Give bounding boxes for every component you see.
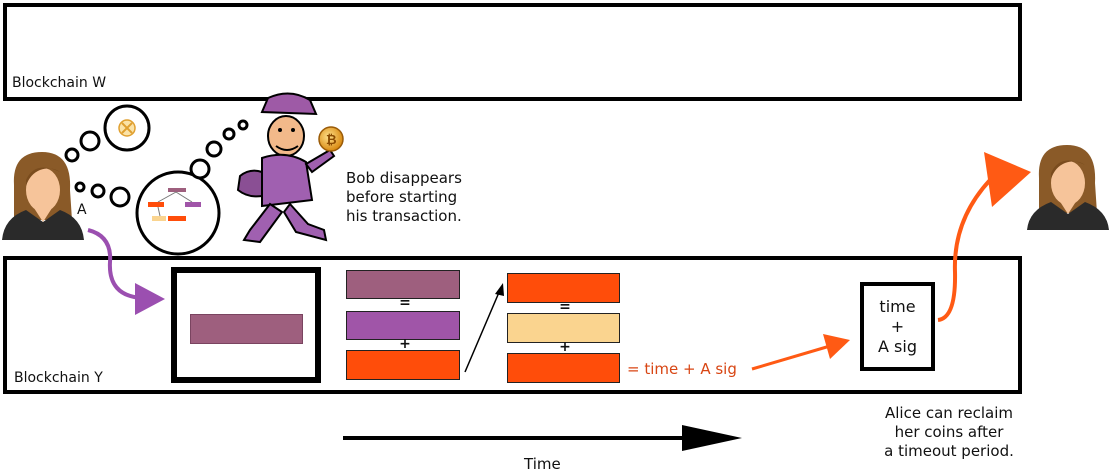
orange-timeout-arrow	[751, 334, 850, 371]
timeout-box-line-3: A sig	[878, 336, 917, 356]
orange-reclaim-arrow	[937, 152, 1031, 322]
bitcoin-coin-icon: ₿	[318, 126, 344, 152]
stack1-orange-bar	[346, 350, 460, 380]
timeout-box-line-2: +	[890, 316, 905, 336]
stack2-yellow-bar	[507, 313, 620, 343]
stack2-orange-top-bar	[507, 273, 620, 303]
blockchain-w-label: Blockchain W	[12, 75, 107, 91]
alice-right-avatar	[1027, 145, 1109, 230]
bob-note-line-2: before starting	[346, 188, 458, 206]
stack2-equals: =	[559, 299, 571, 315]
alice-thought-bubbles	[64, 104, 221, 256]
timeout-box-line-1: time	[879, 296, 916, 316]
time-axis-arrow	[343, 425, 742, 451]
stack1-purple-bar	[346, 311, 460, 340]
stack1-plus: +	[399, 336, 411, 352]
stack2-plus: +	[559, 339, 571, 355]
alice-initial-label: A	[77, 202, 87, 218]
stack2-orange-bottom-bar	[507, 353, 620, 383]
purple-lock-arrow	[87, 228, 165, 315]
bob-avatar	[236, 92, 336, 244]
reclaim-note: Alice can reclaim her coins after a time…	[874, 404, 1024, 461]
mini-diagram-icon	[148, 188, 201, 221]
stack-transition-arrow	[464, 283, 504, 373]
stack1-mauve-bar	[346, 270, 460, 299]
reclaim-note-line-1: Alice can reclaim	[884, 404, 1013, 422]
alice-left-avatar	[2, 152, 84, 240]
blockchain-w-box	[3, 3, 1022, 101]
time-axis-label: Time	[524, 455, 561, 473]
x-coin-icon	[118, 119, 136, 137]
timeout-expression: = time + A sig	[627, 360, 737, 378]
timeout-condition-box: time + A sig	[860, 282, 935, 371]
bob-note-line-3: his transaction.	[346, 207, 462, 225]
bob-note: Bob disappears before starting his trans…	[346, 169, 462, 226]
blockchain-y-label: Blockchain Y	[14, 370, 103, 386]
locked-coin-bar	[190, 314, 303, 344]
bob-thought-bubbles	[189, 119, 249, 180]
reclaim-note-line-3: a timeout period.	[884, 442, 1014, 460]
svg-text:₿: ₿	[326, 133, 337, 148]
bob-note-line-1: Bob disappears	[346, 169, 462, 187]
stack1-equals: =	[399, 295, 411, 311]
reclaim-note-line-2: her coins after	[894, 423, 1004, 441]
